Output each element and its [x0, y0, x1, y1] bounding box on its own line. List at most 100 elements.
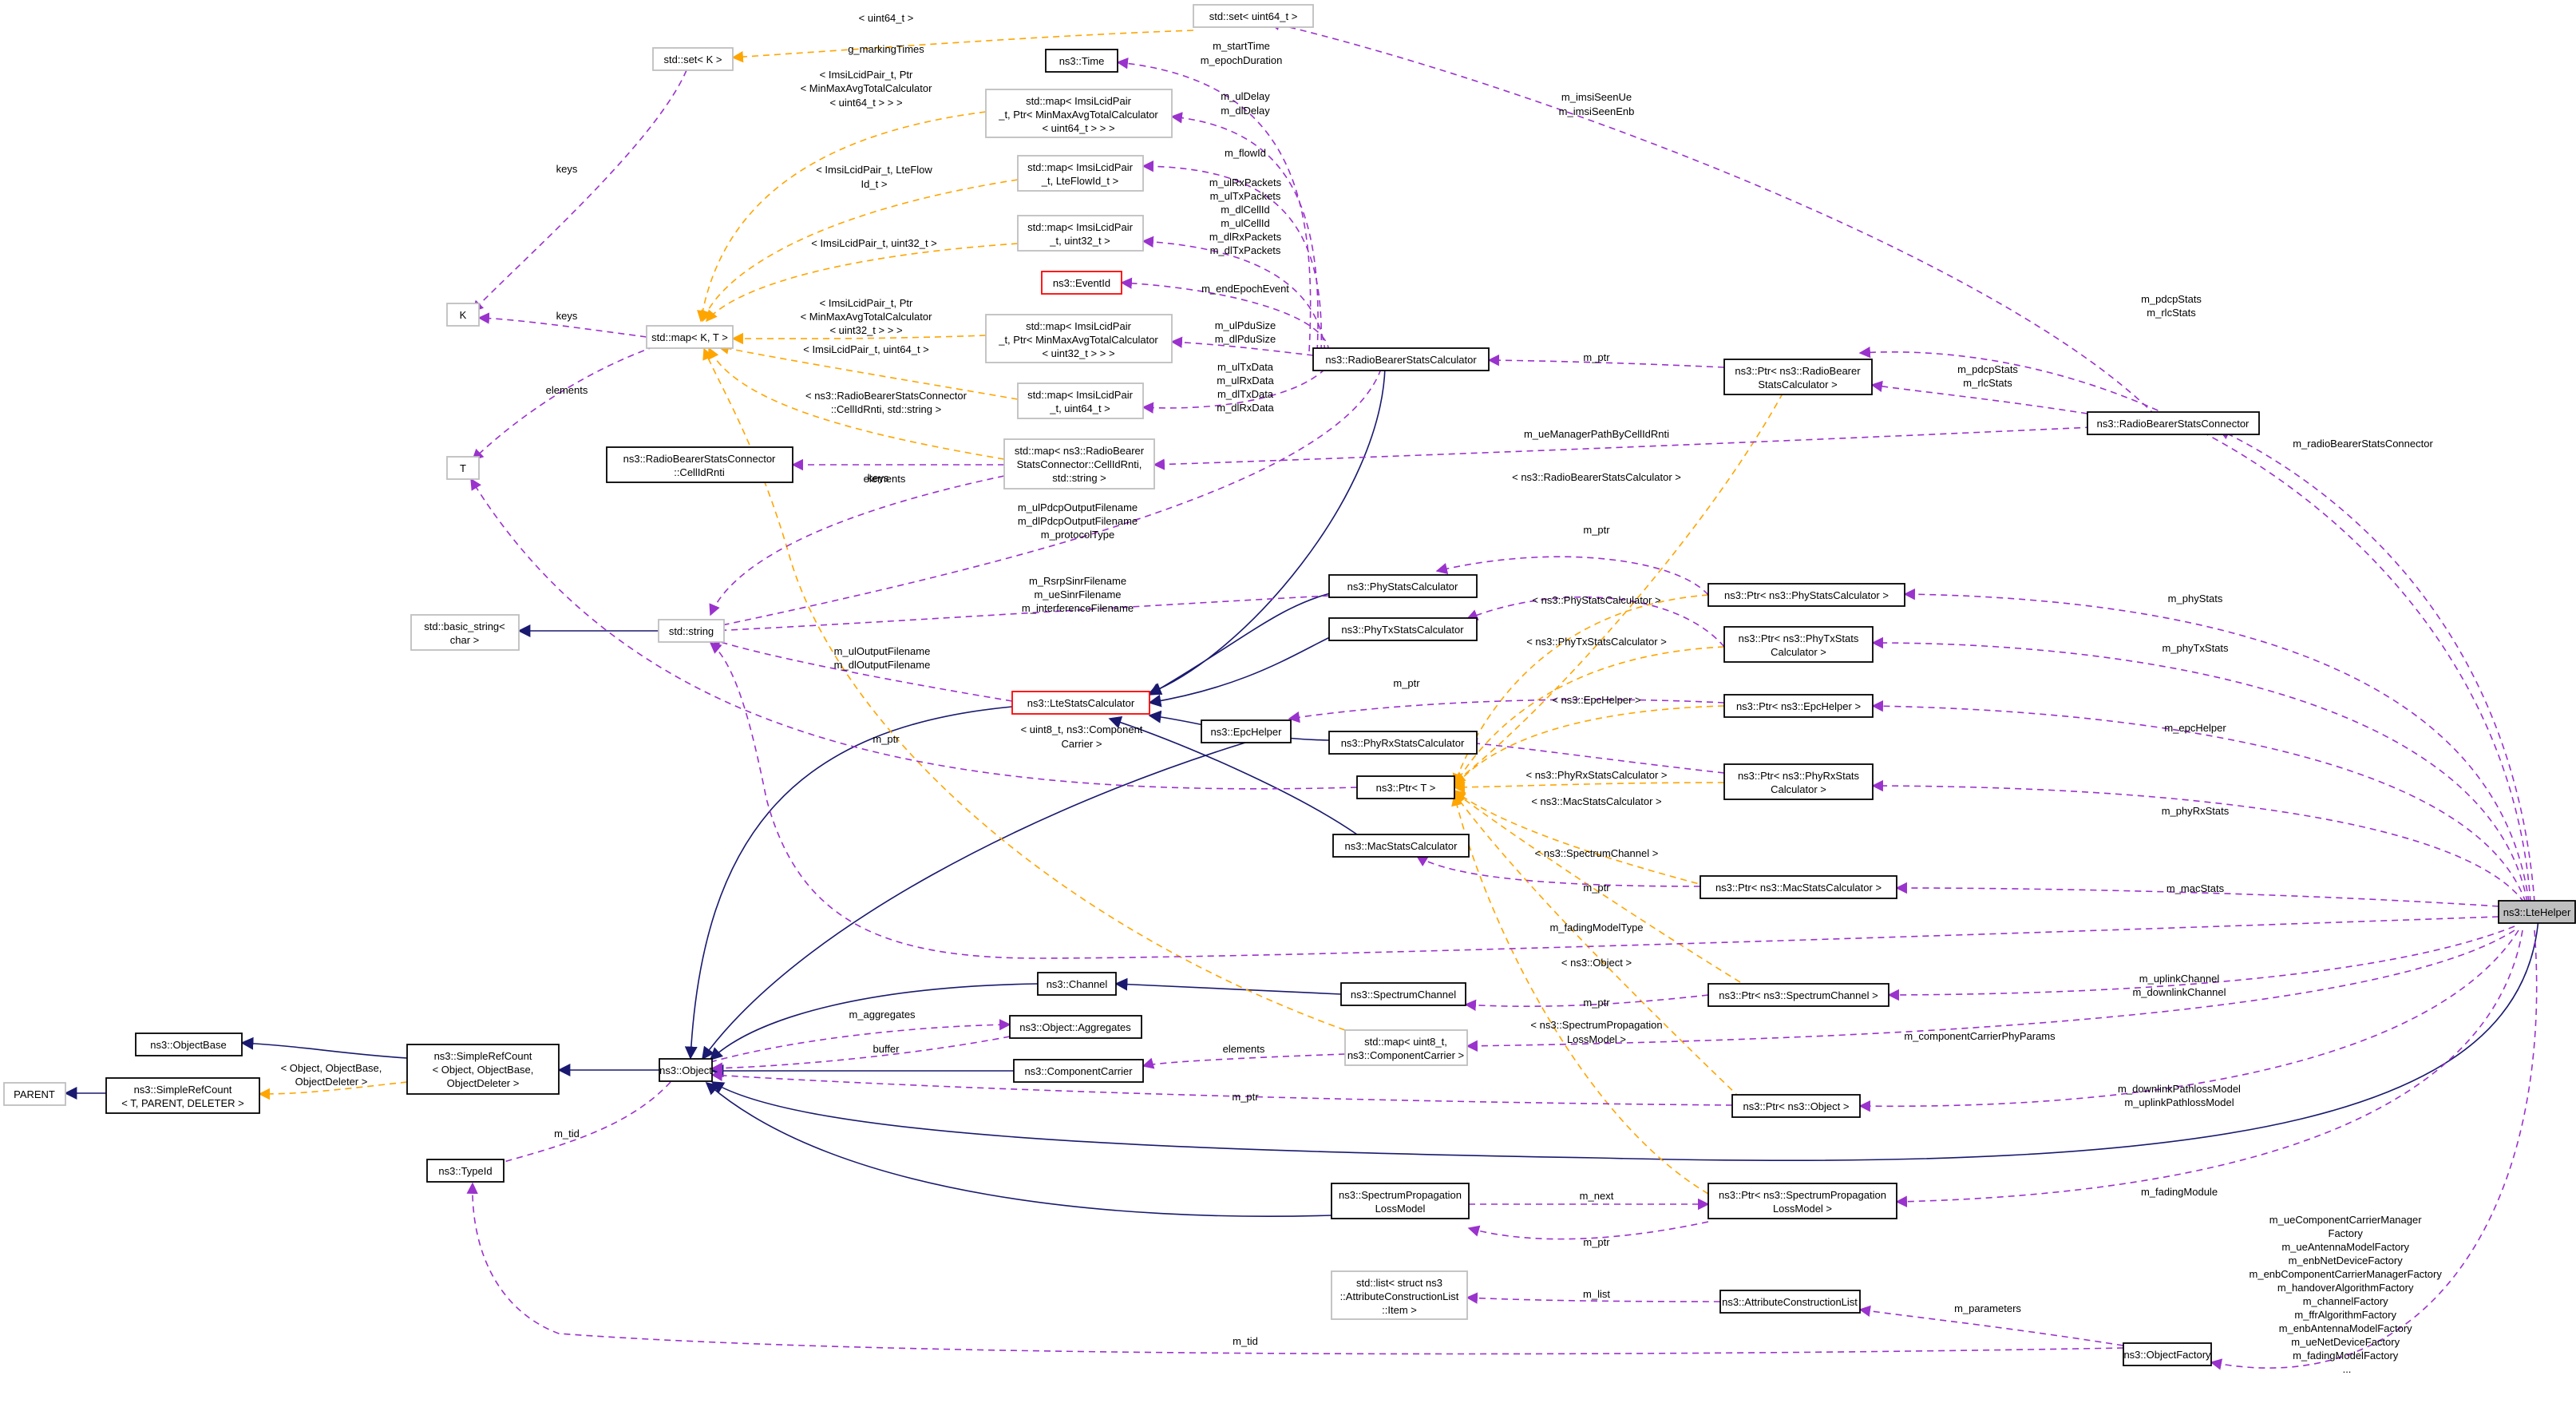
node-phy-tx-stats-calc[interactable]: ns3::PhyTxStatsCalculator — [1328, 617, 1478, 641]
node-map-minmax-uint64[interactable]: std::map< ImsiLcidPair_t, Ptr< MinMaxAvg… — [985, 89, 1173, 138]
edge-data-to-rb-calc — [1142, 368, 1326, 414]
svg-text:m_epcHelper: m_epcHelper — [2164, 722, 2226, 734]
node-k[interactable]: K — [446, 303, 480, 327]
node-ptr-mac-stats[interactable]: ns3::Ptr< ns3::MacStatsCalculator > — [1700, 875, 1897, 899]
label-m-next: m_next — [1580, 1190, 1614, 1202]
label-uint64pair: < ImsiLcidPair_t, uint64_t > — [803, 343, 929, 355]
edge-phy-stats-inherits-lte-stats — [1148, 592, 1334, 696]
node-map-component-carrier[interactable]: std::map< uint8_t,ns3::ComponentCarrier … — [1344, 1029, 1468, 1066]
node-object-factory[interactable]: ns3::ObjectFactory — [2123, 1342, 2212, 1366]
svg-text:ns3::Ptr< ns3::PhyRxStatsCalcu: ns3::Ptr< ns3::PhyRxStatsCalculator > — [1738, 770, 1860, 795]
svg-text:ns3::PhyRxStatsCalculator: ns3::PhyRxStatsCalculator — [1341, 737, 1465, 749]
svg-text:ns3::ObjectBase: ns3::ObjectBase — [150, 1039, 226, 1051]
node-cellid-rnti[interactable]: ns3::RadioBearerStatsConnector::CellIdRn… — [606, 446, 793, 483]
node-aggregates[interactable]: ns3::Object::Aggregates — [1009, 1015, 1142, 1039]
node-type-id[interactable]: ns3::TypeId — [426, 1159, 505, 1183]
node-ptr-spectrum-channel[interactable]: ns3::Ptr< ns3::SpectrumChannel > — [1707, 983, 1889, 1007]
label-ue-manager-path: m_ueManagerPathByCellIdRnti — [1524, 428, 1669, 440]
edge-epc-helper-inherits-object — [702, 742, 1246, 1060]
node-basic-string[interactable]: std::basic_string<char > — [410, 614, 520, 651]
node-epc-helper[interactable]: ns3::EpcHelper — [1201, 719, 1292, 743]
node-map-kt[interactable]: std::map< K, T > — [646, 325, 734, 349]
node-object[interactable]: ns3::Object — [659, 1058, 713, 1082]
svg-text:std::map< ImsiLcidPair_t, Ptr<: std::map< ImsiLcidPair_t, Ptr< MinMaxAvg… — [998, 95, 1158, 134]
node-ptr-object[interactable]: ns3::Ptr< ns3::Object > — [1731, 1094, 1861, 1118]
svg-text:ns3::TypeId: ns3::TypeId — [438, 1165, 492, 1177]
edge-ptr-rb-to-ptr-t — [1453, 382, 1789, 783]
node-string[interactable]: std::string — [658, 619, 725, 643]
svg-text:ns3::Ptr< ns3::SpectrumChannel: ns3::Ptr< ns3::SpectrumChannel > — [1719, 989, 1878, 1001]
node-map-uint64[interactable]: std::map< ImsiLcidPair_t, uint64_t > — [1017, 382, 1144, 419]
node-lte-stats-calc[interactable]: ns3::LteStatsCalculator — [1011, 691, 1150, 715]
edge-ptr-rb-to-lte-helper — [1858, 347, 2531, 903]
node-map-flowid[interactable]: std::map< ImsiLcidPair_t, LteFlowId_t > — [1017, 155, 1144, 192]
node-ptr-phy-stats[interactable]: ns3::Ptr< ns3::PhyStatsCalculator > — [1707, 583, 1905, 607]
edge-spectrum-channel-inherits-channel — [1114, 977, 1342, 995]
node-map-minmax-uint32[interactable]: std::map< ImsiLcidPair_t, Ptr< MinMaxAvg… — [985, 314, 1173, 363]
label-cellid-tmpl: < ns3::RadioBearerStatsConnector::CellId… — [805, 390, 967, 415]
edge-eventid-to-rb-calc — [1120, 277, 1330, 352]
svg-text:ns3::Object::Aggregates: ns3::Object::Aggregates — [1019, 1021, 1131, 1033]
svg-text:m_flowId: m_flowId — [1225, 147, 1266, 159]
edge-ptr-mac-to-lte-helper — [1895, 882, 2499, 907]
node-list-item[interactable]: std::list< struct ns3::AttributeConstruc… — [1331, 1270, 1468, 1320]
svg-text:m_aggregates: m_aggregates — [849, 1009, 916, 1021]
node-phy-stats-calc[interactable]: ns3::PhyStatsCalculator — [1328, 574, 1478, 598]
node-attr-construction-list[interactable]: ns3::AttributeConstructionList — [1719, 1290, 1861, 1314]
node-channel[interactable]: ns3::Channel — [1037, 972, 1117, 996]
label-uint32: < ImsiLcidPair_t, uint32_t > — [811, 237, 937, 249]
label-g-marking-times: g_markingTimes — [848, 43, 924, 55]
edge-ptr-phy-rx-to-lte-helper — [1871, 779, 2525, 903]
label-m-ptr-epc: m_ptr — [1393, 677, 1420, 689]
edge-cellid-map-elements — [709, 475, 1005, 616]
node-set-uint64[interactable]: std::set< uint64_t > — [1193, 4, 1314, 28]
node-rb-stats-calc[interactable]: ns3::RadioBearerStatsCalculator — [1312, 347, 1490, 371]
node-ptr-epc-helper[interactable]: ns3::Ptr< ns3::EpcHelper > — [1723, 694, 1874, 718]
edge-ptr-object-to-lte-helper — [1858, 929, 2519, 1112]
edge-factory-to-lte-helper — [2210, 929, 2538, 1370]
node-time[interactable]: ns3::Time — [1045, 49, 1118, 73]
node-lte-helper[interactable]: ns3::LteHelper — [2498, 900, 2576, 924]
node-simple-ref-count-t[interactable]: ns3::SimpleRefCount< T, PARENT, DELETER … — [105, 1077, 260, 1114]
node-mac-stats-calc[interactable]: ns3::MacStatsCalculator — [1332, 834, 1470, 858]
edge-lte-stats-strings — [709, 636, 1013, 702]
node-object-base[interactable]: ns3::ObjectBase — [135, 1033, 243, 1056]
label-mac-stats: m_macStats — [2166, 882, 2225, 894]
svg-text:< ns3::EpcHelper >: < ns3::EpcHelper > — [1552, 694, 1640, 706]
node-simple-ref-count-obj[interactable]: ns3::SimpleRefCount< Object, ObjectBase,… — [406, 1044, 560, 1095]
node-parent[interactable]: PARENT — [3, 1082, 66, 1106]
node-phy-rx-stats-calc[interactable]: ns3::PhyRxStatsCalculator — [1328, 731, 1478, 755]
svg-text:< ns3::PhyTxStatsCalculator >: < ns3::PhyTxStatsCalculator > — [1526, 636, 1667, 648]
node-t[interactable]: T — [446, 456, 480, 480]
edge-ptr-object-to-ptr-t — [1454, 792, 1741, 1099]
node-spectrum-channel[interactable]: ns3::SpectrumChannel — [1340, 982, 1466, 1006]
node-map-uint32[interactable]: std::map< ImsiLcidPair_t, uint32_t > — [1017, 215, 1144, 252]
svg-text:std::basic_string<char >: std::basic_string<char > — [424, 620, 505, 646]
edge-object-to-typeid — [477, 1081, 671, 1172]
node-ptr-t[interactable]: ns3::Ptr< T > — [1356, 775, 1455, 799]
edge-attr-list-to-factory — [1858, 1305, 2124, 1346]
edge-lte-stats-inherits-object — [684, 706, 1013, 1060]
label-tmpl-object: < ns3::Object > — [1561, 957, 1632, 969]
node-set-k[interactable]: std::set< K > — [652, 47, 734, 71]
svg-text:ns3::RadioBearerStatsCalculato: ns3::RadioBearerStatsCalculator — [1325, 354, 1477, 366]
edge-cc-map-to-lte-helper — [1466, 929, 2515, 1052]
svg-text:ns3::LteStatsCalculator: ns3::LteStatsCalculator — [1027, 697, 1135, 709]
node-component-carrier[interactable]: ns3::ComponentCarrier — [1013, 1059, 1144, 1083]
node-rb-stats-connector[interactable]: ns3::RadioBearerStatsConnector — [2087, 411, 2260, 435]
svg-text:std::set< uint64_t >: std::set< uint64_t > — [1209, 10, 1298, 22]
edge-mac-to-ptr — [1415, 855, 1701, 887]
edge-pdu-to-rb-calc — [1170, 336, 1314, 356]
node-eventid[interactable]: ns3::EventId — [1041, 271, 1122, 295]
label-cc-phy-params: m_componentCarrierPhyParams — [1904, 1030, 2056, 1042]
